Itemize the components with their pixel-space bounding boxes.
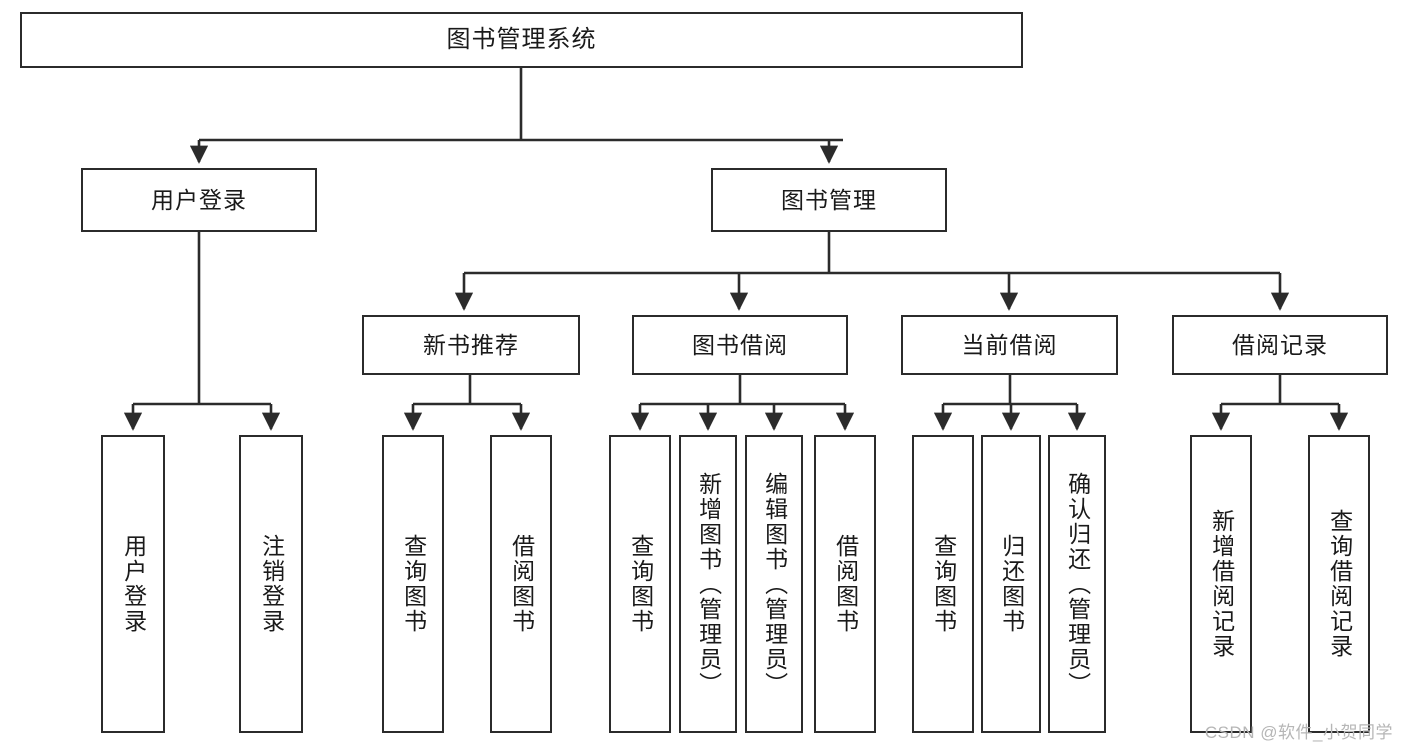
leaf-book-borrow-borrow[interactable]: 借阅图书 — [814, 435, 876, 733]
node-label: 借阅图书 — [508, 534, 535, 634]
node-label: 当前借阅 — [961, 331, 1058, 358]
node-current-borrow[interactable]: 当前借阅 — [901, 315, 1118, 375]
node-label: 借阅图书 — [832, 534, 859, 634]
node-label: 用户登录 — [120, 534, 147, 634]
node-book-management[interactable]: 图书管理 — [711, 168, 947, 232]
node-borrow-record[interactable]: 借阅记录 — [1172, 315, 1388, 375]
node-label: 编辑图书（管理员） — [761, 471, 788, 697]
leaf-borrow-record-query[interactable]: 查询借阅记录 — [1308, 435, 1370, 733]
node-label: 归还图书 — [998, 534, 1025, 634]
node-label: 查询图书 — [400, 534, 427, 634]
node-label: 新书推荐 — [423, 331, 519, 358]
node-root-system[interactable]: 图书管理系统 — [20, 12, 1023, 68]
node-label: 注销登录 — [258, 534, 285, 634]
leaf-new-book-borrow[interactable]: 借阅图书 — [490, 435, 552, 733]
leaf-current-borrow-query[interactable]: 查询图书 — [912, 435, 974, 733]
leaf-book-borrow-query[interactable]: 查询图书 — [609, 435, 671, 733]
leaf-current-borrow-return[interactable]: 归还图书 — [981, 435, 1041, 733]
node-label: 图书管理系统 — [446, 26, 597, 53]
node-label: 借阅记录 — [1232, 331, 1328, 358]
leaf-user-login-signout[interactable]: 注销登录 — [239, 435, 303, 733]
node-label: 图书管理 — [781, 186, 877, 213]
node-book-borrow[interactable]: 图书借阅 — [632, 315, 848, 375]
node-user-login[interactable]: 用户登录 — [81, 168, 317, 232]
leaf-borrow-record-add[interactable]: 新增借阅记录 — [1190, 435, 1252, 733]
node-label: 查询图书 — [930, 534, 957, 634]
node-label: 新增图书（管理员） — [695, 471, 722, 697]
node-label: 图书借阅 — [692, 331, 788, 358]
node-label: 查询借阅记录 — [1326, 509, 1353, 659]
node-label: 确认归还（管理员） — [1064, 471, 1091, 697]
leaf-new-book-query[interactable]: 查询图书 — [382, 435, 444, 733]
node-label: 查询图书 — [627, 534, 654, 634]
leaf-user-login-signin[interactable]: 用户登录 — [101, 435, 165, 733]
leaf-book-borrow-add[interactable]: 新增图书（管理员） — [679, 435, 737, 733]
leaf-book-borrow-edit[interactable]: 编辑图书（管理员） — [745, 435, 803, 733]
node-new-book-recommend[interactable]: 新书推荐 — [362, 315, 580, 375]
node-label: 新增借阅记录 — [1208, 509, 1235, 659]
leaf-current-borrow-confirm-return[interactable]: 确认归还（管理员） — [1048, 435, 1106, 733]
node-label: 用户登录 — [151, 186, 247, 213]
csdn-watermark: CSDN @软件_小贺同学 — [1204, 723, 1393, 742]
